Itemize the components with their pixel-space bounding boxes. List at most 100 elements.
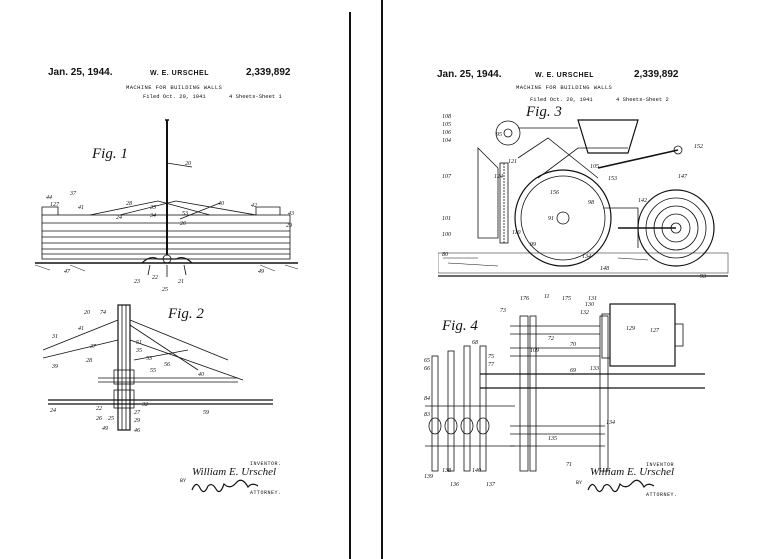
fig4-ref-136: 136 [450,482,459,488]
fig1-ref-127: 127 [50,202,60,208]
divider-line-right [381,0,383,559]
sheet1-attorney-label: ATTORNEY. [250,490,282,496]
fig1-ref-26: 26 [180,221,186,227]
fig4-ref-77: 77 [488,362,495,368]
fig2-ref-56: 56 [164,362,170,368]
fig2-ref-53: 53 [146,356,152,362]
sheet2-by-label: BY [576,480,583,486]
fig1-ref-41: 41 [78,204,84,211]
fig1-label: Fig. 1 [92,146,128,162]
fig3-ref-153: 153 [608,176,617,182]
fig4-ref-130: 130 [585,302,594,308]
sheet2-filed-date: Filed Oct. 20, 1941 [530,96,593,103]
fig3-ref-134: 134 [582,253,591,260]
fig4-ref-134: 134 [606,419,615,426]
fig4-ref-84: 84 [424,395,430,402]
fig4-ref-138: 138 [442,468,451,474]
fig2-ref-24: 24 [50,407,56,414]
fig4-ref-131: 131 [588,296,597,302]
sheet1-date: Jan. 25, 1944. [48,67,113,78]
fig2-ref-74: 74 [100,309,106,316]
fig2-ref-39: 39 [51,364,58,370]
fig4-drawing: 73 131 130 132 129 127 65 66 68 75 77 70… [424,296,705,488]
fig1-ref-25: 25 [162,287,168,293]
fig4-ref-68: 68 [472,340,478,346]
fig4-ref-71: 71 [566,462,572,468]
fig1-ref-49: 49 [258,268,264,275]
fig2-ref-59: 59 [203,410,209,416]
sheet2-attorney-signature [587,479,655,493]
fig1-ref-23: 23 [134,279,140,285]
fig2-label: Fig. 2 [168,306,204,322]
fig4-ref-65: 65 [424,358,430,364]
fig1-ref-34: 34 [149,212,156,219]
fig3-ref-91: 91 [548,216,554,222]
sheet1-inventor-signature: William E. Urschel [192,466,277,478]
fig2-ref-40: 40 [198,371,204,378]
fig1-ref-35: 35 [149,205,156,211]
fig2-ref-37: 37 [89,344,97,350]
fig1-drawing: 44 127 41 37 24 28 35 34 53 26 42 40 43 … [34,119,299,293]
sheet1-inventor-label: INVENTOR. [250,461,282,467]
fig2-ref-22: 22 [96,406,102,412]
fig3-ref-148: 148 [600,265,609,272]
fig3-ref-156: 156 [550,190,559,196]
sheet2-date: Jan. 25, 1944. [437,69,502,80]
fig4-ref-129: 129 [626,326,635,332]
fig3-ref-175: 175 [562,296,571,302]
fig2-ref-32: 32 [141,402,148,408]
fig3-ref-98: 98 [588,200,594,206]
fig3-ref-110: 110 [512,230,521,236]
fig3-ref-80: 80 [442,252,448,258]
fig3-label: Fig. 3 [526,104,562,120]
fig4-ref-135: 135 [548,436,557,442]
fig4-ref-75: 75 [488,354,494,360]
fig3-ref-124: 124 [494,173,503,180]
fig3-ref-95: 95 [496,132,502,138]
sheet2-inventor-signature: William E. Urschel [590,466,675,478]
fig2-ref-51: 51 [136,340,142,346]
fig3-ref-101: 101 [442,216,451,222]
fig1-ref-28: 28 [126,201,132,207]
fig2-ref-49: 49 [102,425,108,432]
fig2-ref-28: 28 [86,358,92,364]
fig2-ref-29: 29 [134,418,140,424]
fig3-ref-93: 93 [700,274,706,280]
fig4-ref-139: 139 [424,474,433,480]
fig2-ref-25: 25 [108,416,114,422]
fig4-ref-132: 132 [580,310,589,316]
fig3-ref-104: 104 [442,137,451,144]
fig2-drawing: 20 74 41 31 37 51 35 39 28 53 55 40 56 5… [42,304,273,434]
fig3-ref-105b: 105 [590,164,599,170]
fig4-ref-70: 70 [570,342,576,348]
fig3-ref-11: 11 [544,294,550,300]
fig4-ref-83: 83 [424,412,430,418]
fig1-ref-24: 24 [116,214,122,221]
fig4-ref-72: 72 [548,336,554,342]
fig3-ref-99: 99 [530,242,536,248]
sheet2-inventor-label: INVENTOR [646,462,675,468]
fig4-ref-66: 66 [424,366,430,372]
fig4-ref-69: 69 [570,368,576,374]
fig1-ref-20: 20 [185,161,191,167]
fig3-ref-152: 152 [694,144,703,150]
fig3-ref-147: 147 [678,173,688,180]
fig2-ref-26: 26 [96,416,102,422]
fig2-ref-20: 20 [84,310,90,316]
fig2-ref-41: 41 [78,325,84,332]
sheet2-patent-number: 2,339,892 [634,69,679,80]
fig3-ref-100: 100 [442,232,451,238]
fig1-ref-53: 53 [182,211,188,217]
fig4-ref-127: 127 [650,328,660,334]
sheet1-inventor-header: W. E. URSCHEL [150,70,210,77]
fig4-ref-73: 73 [500,308,506,314]
fig2-ref-27: 27 [134,410,141,416]
sheet1-title: MACHINE FOR BUILDING WALLS [126,84,223,91]
fig4-ref-140: 140 [472,467,481,474]
fig2-ref-31: 31 [51,334,58,340]
fig1-ref-40: 40 [218,200,224,207]
fig2-ref-46: 46 [134,427,140,434]
sheet1-sheet-count: 4 Sheets-Sheet 1 [229,93,282,100]
fig1-ref-47: 47 [64,268,71,275]
fig4-ref-137: 137 [486,482,496,488]
